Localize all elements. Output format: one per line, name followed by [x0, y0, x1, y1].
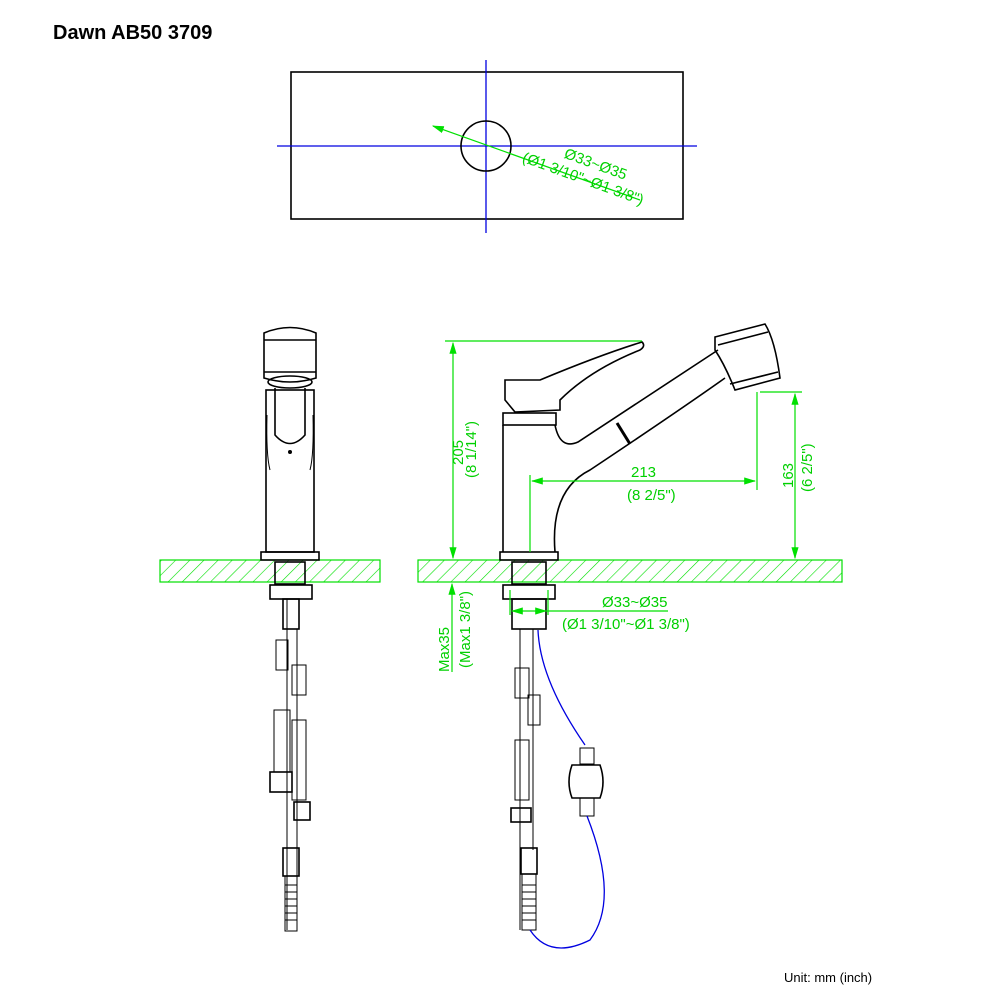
deck-thickness-value: Max35 [436, 627, 453, 672]
countertop-front-section [159, 559, 381, 583]
spout-height-value: 163 [780, 463, 797, 488]
height-inch: (8 1/14") [463, 421, 480, 478]
drawing-title: Dawn AB50 3709 [53, 22, 213, 44]
spray-hose [537, 629, 586, 746]
lever-handle [504, 341, 645, 413]
pull-out-spray-head [714, 323, 781, 391]
side-view-faucet [499, 323, 781, 949]
side-hole-dia-inch: (Ø1 3/10"~Ø1 3/8") [562, 616, 690, 633]
deck-thickness-inch: (Max1 3/8") [457, 591, 474, 668]
front-view-faucet [260, 326, 320, 932]
reach-inch: (8 2/5") [627, 487, 676, 504]
reach-value: 213 [631, 464, 656, 481]
mounting-hole [460, 120, 512, 172]
top-view: Ø33~Ø35 (Ø1 3/10"~Ø1 3/8") [277, 60, 697, 233]
unit-note: Unit: mm (inch) [784, 970, 873, 985]
spout-height-inch: (6 2/5") [799, 443, 816, 492]
countertop-side-section [417, 559, 843, 583]
side-hole-dia: Ø33~Ø35 [602, 594, 667, 611]
hole-dimension-leader [431, 125, 641, 201]
height-value: 205 [450, 440, 467, 465]
hose-weight [568, 764, 604, 799]
dimensions: 205 (8 1/14") 213 (8 2/5") 163 (6 2/5") … [436, 340, 816, 672]
